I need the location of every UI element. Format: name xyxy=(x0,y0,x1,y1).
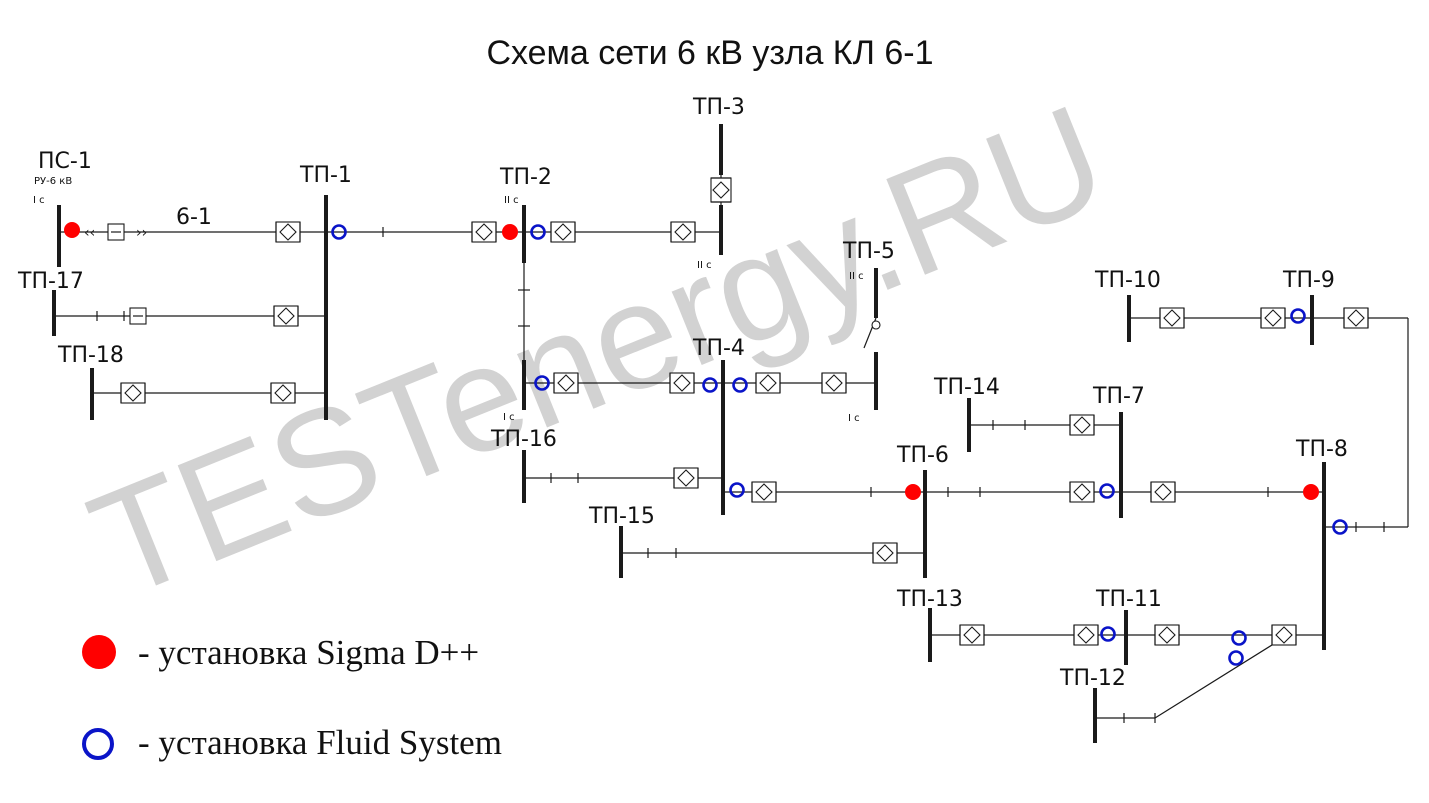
switch-symbol xyxy=(959,624,985,646)
label-tp14: ТП-14 xyxy=(933,375,1000,400)
label-tp17: ТП-17 xyxy=(17,269,84,294)
switch-symbol xyxy=(550,221,576,243)
svg-text:››: ›› xyxy=(136,225,147,241)
switch-symbol xyxy=(1069,481,1095,503)
switch-symbol xyxy=(275,221,301,243)
label-tp12: ТП-12 xyxy=(1059,666,1126,691)
legend-sigma-icon xyxy=(82,635,116,669)
label-tp13: ТП-13 xyxy=(896,587,963,612)
cable-sleeves xyxy=(96,227,1385,723)
label-tp10: ТП-10 xyxy=(1094,268,1161,293)
disconnector-symbol xyxy=(871,320,881,330)
label-tp15: ТП-15 xyxy=(588,504,655,529)
sigma-marker-tp6 xyxy=(905,484,921,500)
label-tp5-section-top: II с xyxy=(849,271,864,282)
label-line-6-1: 6-1 xyxy=(176,205,212,230)
sigma-markers xyxy=(64,222,1319,500)
label-tp6: ТП-6 xyxy=(896,443,949,468)
diagram-title: Схема сети 6 кВ узла КЛ 6-1 xyxy=(486,34,933,72)
switch-symbol xyxy=(670,221,696,243)
switch-symbol xyxy=(821,372,847,394)
label-tp11: ТП-11 xyxy=(1095,587,1162,612)
label-tp2-section-top: II с xyxy=(504,195,519,206)
switchgear-symbols xyxy=(120,177,1369,646)
svg-text:‹‹: ‹‹ xyxy=(84,225,95,241)
switch-symbol xyxy=(1150,481,1176,503)
switch-symbol xyxy=(120,382,146,404)
watermark: TESTenergy.RU xyxy=(69,72,1126,630)
switch-symbol xyxy=(673,467,699,489)
label-tp5: ТП-5 xyxy=(842,239,895,264)
switch-symbol xyxy=(710,177,732,203)
legend: - установка Sigma D++ - установка Fluid … xyxy=(82,633,502,762)
switch-symbol xyxy=(755,372,781,394)
switch-symbol xyxy=(1343,307,1369,329)
fluid-markers xyxy=(331,224,1348,666)
switch-symbol xyxy=(872,542,898,564)
switch-symbol xyxy=(553,372,579,394)
switch-symbol xyxy=(471,221,497,243)
label-tp1: ТП-1 xyxy=(299,163,352,188)
label-tp7: ТП-7 xyxy=(1092,384,1145,409)
switch-symbol xyxy=(1073,624,1099,646)
label-tp4: ТП-4 xyxy=(692,336,745,361)
sigma-marker-ps1 xyxy=(64,222,80,238)
switch-symbol xyxy=(273,305,299,327)
legend-fluid-icon xyxy=(82,728,114,760)
label-tp16: ТП-16 xyxy=(490,427,557,452)
terminal-boxes: ‹‹ ›› xyxy=(84,223,147,325)
label-tp5-section-bottom: I с xyxy=(848,413,860,424)
switch-symbol xyxy=(1260,307,1286,329)
sigma-marker-tp2 xyxy=(502,224,518,240)
switch-symbol xyxy=(1069,414,1095,436)
sigma-marker-tp8 xyxy=(1303,484,1319,500)
switch-symbol xyxy=(669,372,695,394)
switch-symbol xyxy=(1159,307,1185,329)
node-labels: ПС-1 РУ-6 кВ I с 6-1 ТП-1 ТП-2 II с I с … xyxy=(17,95,1348,691)
switch-symbol xyxy=(1271,624,1297,646)
switch-symbol xyxy=(270,382,296,404)
label-ps1-section: I с xyxy=(33,195,45,206)
legend-fluid-label: - установка Fluid System xyxy=(138,723,502,762)
label-tp8: ТП-8 xyxy=(1295,437,1348,462)
label-tp3-section: II с xyxy=(697,260,712,271)
label-tp2: ТП-2 xyxy=(499,165,552,190)
label-tp3: ТП-3 xyxy=(692,95,745,120)
switch-symbol xyxy=(751,481,777,503)
switch-symbol xyxy=(1154,624,1180,646)
label-ps1-sub: РУ-6 кВ xyxy=(34,176,72,187)
legend-sigma-label: - установка Sigma D++ xyxy=(138,633,479,672)
label-tp2-section-bottom: I с xyxy=(503,412,515,423)
label-tp9: ТП-9 xyxy=(1282,268,1335,293)
label-ps1: ПС-1 xyxy=(38,149,92,174)
label-tp18: ТП-18 xyxy=(57,343,124,368)
